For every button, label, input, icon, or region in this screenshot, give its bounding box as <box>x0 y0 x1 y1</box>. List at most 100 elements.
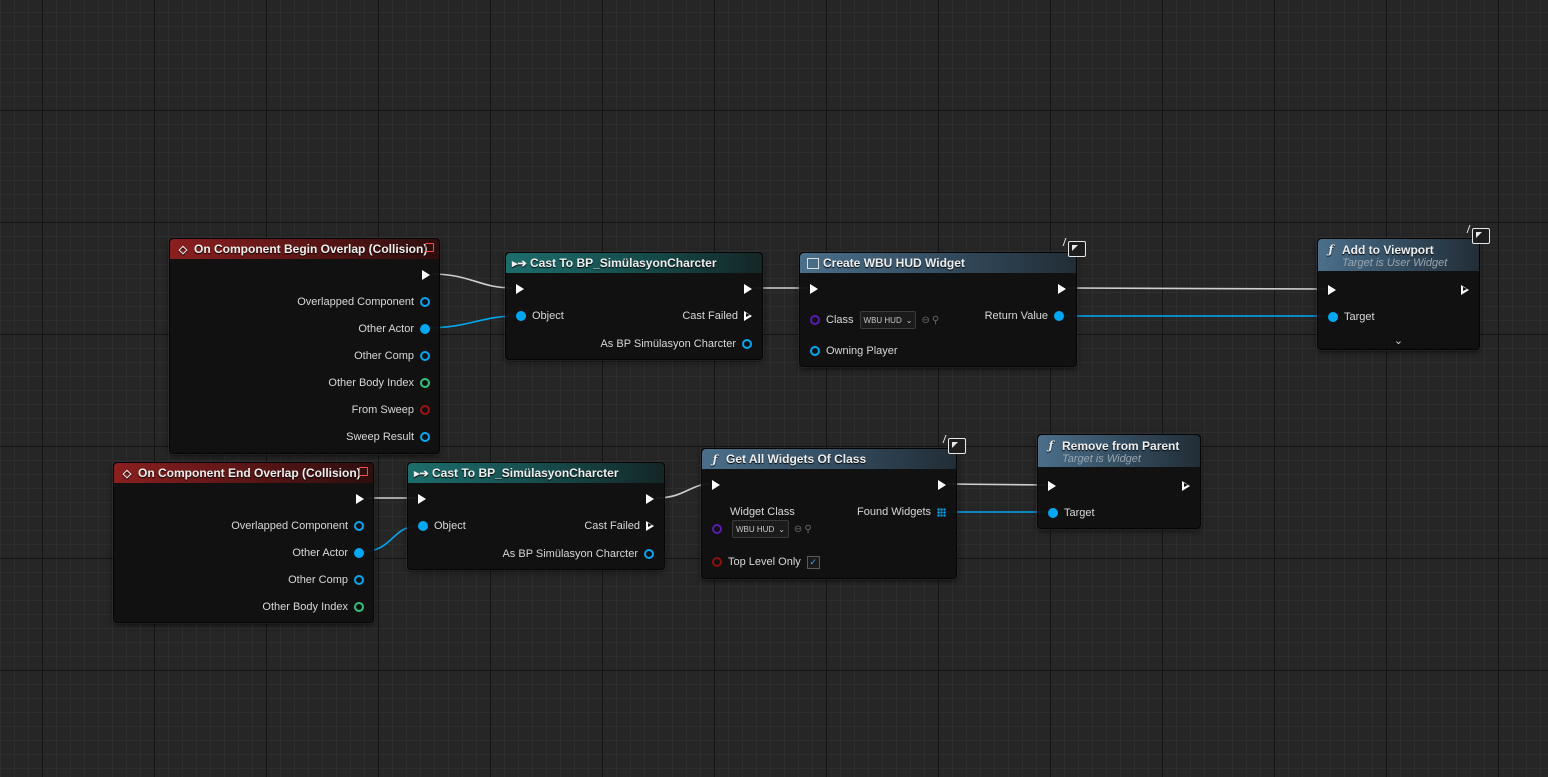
delegate-pin-icon[interactable] <box>425 243 434 252</box>
exec-out-pin[interactable] <box>422 267 430 283</box>
end-overlap-header[interactable]: ◇ On Component End Overlap (Collision) <box>114 463 373 483</box>
exec-out-icon <box>1058 284 1066 294</box>
create-widget-header[interactable]: Create WBU HUD Widget <box>800 253 1076 273</box>
browse-search-icon[interactable]: ⚲ <box>804 523 812 535</box>
create-widget-node[interactable]: Create WBU HUD Widget Class WBU HUD⌄ ⊖ ⚲… <box>799 241 1086 367</box>
top-level-checkbox[interactable]: ✓ <box>806 555 820 569</box>
add-to-viewport-node[interactable]: ƒ Add to Viewport Target is User Widget … <box>1317 228 1490 350</box>
exec-out-pin[interactable] <box>646 491 654 507</box>
browse-search-icon[interactable]: ⚲ <box>931 314 940 326</box>
pin-label: Other Comp <box>354 350 414 362</box>
end-overlap-node[interactable]: ◇ On Component End Overlap (Collision) O… <box>113 462 374 623</box>
widget-icon <box>807 257 819 269</box>
pin-other-actor[interactable]: Other Actor <box>358 321 430 337</box>
exec-out-pin[interactable] <box>744 281 752 297</box>
object-pin-icon <box>354 575 364 585</box>
pin-label: Other Comp <box>288 574 348 586</box>
pin-object[interactable]: Object <box>516 308 564 324</box>
pin-top-level-only[interactable]: Top Level Only ✓ <box>712 554 820 570</box>
exec-out-icon <box>422 270 430 280</box>
cast-node-2-header[interactable]: ▸➔ Cast To BP_SimülasyonCharcter <box>408 463 664 483</box>
function-icon: ƒ <box>1328 243 1334 256</box>
pin-cast-failed[interactable]: Cast Failed <box>584 518 654 534</box>
remove-from-parent-header[interactable]: ƒ Remove from Parent Target is Widget <box>1038 435 1200 467</box>
delegate-pin-icon[interactable] <box>359 467 368 476</box>
cast-node-1[interactable]: ▸➔ Cast To BP_SimülasyonCharcter Object … <box>505 252 763 360</box>
get-all-widgets-title: Get All Widgets Of Class <box>726 452 867 466</box>
end-overlap-title: On Component End Overlap (Collision) <box>138 466 361 480</box>
pin-return-value[interactable]: Return Value <box>985 308 1064 324</box>
exec-in-pin[interactable] <box>1048 478 1056 494</box>
exec-out-pin[interactable] <box>356 491 364 507</box>
pin-label: Top Level Only <box>728 556 801 568</box>
pin-cast-failed[interactable]: Cast Failed <box>682 308 752 324</box>
pin-other-body-index[interactable]: Other Body Index <box>328 375 430 391</box>
cast-node-1-header[interactable]: ▸➔ Cast To BP_SimülasyonCharcter <box>506 253 762 273</box>
object-pin-icon <box>354 548 364 558</box>
pin-found-widgets[interactable]: Found Widgets <box>857 504 946 520</box>
exec-out-hollow-icon <box>646 521 654 531</box>
pin-label: Found Widgets <box>857 506 931 518</box>
object-pin-icon <box>516 311 526 321</box>
begin-overlap-header[interactable]: ◇ On Component Begin Overlap (Collision) <box>170 239 439 259</box>
pin-sweep-result[interactable]: Sweep Result <box>346 429 430 445</box>
exec-out-hollow-icon <box>744 311 752 321</box>
cast-icon: ▸➔ <box>512 257 527 270</box>
object-pin-icon <box>420 297 430 307</box>
client-only-icon <box>948 438 966 454</box>
pin-widget-class[interactable]: WBU HUD⌄ ⊖ ⚲ <box>712 520 812 538</box>
pin-object[interactable]: Object <box>418 518 466 534</box>
begin-overlap-title: On Component Begin Overlap (Collision) <box>194 242 428 256</box>
pin-label: As BP Simülasyon Charcter <box>502 548 638 560</box>
widget-class-dropdown-value: WBU HUD <box>736 524 775 534</box>
pin-label: Overlapped Component <box>231 520 348 532</box>
exec-wire-begin-cast1 <box>431 273 513 289</box>
pin-owning-player[interactable]: Owning Player <box>810 343 898 359</box>
bool-pin-icon <box>712 557 722 567</box>
exec-in-icon <box>1048 481 1056 491</box>
use-selected-icon[interactable]: ⊖ <box>921 314 930 326</box>
pin-other-actor[interactable]: Other Actor <box>292 545 364 561</box>
get-all-widgets-node[interactable]: ƒ Get All Widgets Of Class Widget Class … <box>701 438 966 579</box>
pin-as-bp[interactable]: As BP Simülasyon Charcter <box>600 336 752 352</box>
class-dropdown[interactable]: WBU HUD⌄ <box>859 311 917 329</box>
pin-as-bp[interactable]: As BP Simülasyon Charcter <box>502 546 654 562</box>
exec-in-pin[interactable] <box>810 281 818 297</box>
exec-in-pin[interactable] <box>418 491 426 507</box>
pin-overlapped-component[interactable]: Overlapped Component <box>297 294 430 310</box>
exec-out-pin[interactable] <box>1182 478 1190 494</box>
pin-label: Target <box>1344 311 1375 323</box>
begin-overlap-node[interactable]: ◇ On Component Begin Overlap (Collision)… <box>169 238 440 454</box>
pin-label: Other Body Index <box>262 601 348 613</box>
cast-node-2[interactable]: ▸➔ Cast To BP_SimülasyonCharcter Object … <box>407 462 665 570</box>
pin-other-comp[interactable]: Other Comp <box>354 348 430 364</box>
exec-in-pin[interactable] <box>516 281 524 297</box>
pin-class[interactable]: Class WBU HUD⌄ ⊖ ⚲ <box>810 311 940 329</box>
exec-in-pin[interactable] <box>712 477 720 493</box>
class-pin-icon <box>810 315 820 325</box>
pin-other-body-index[interactable]: Other Body Index <box>262 599 364 615</box>
exec-out-pin[interactable] <box>1461 282 1469 298</box>
pin-target[interactable]: Target <box>1048 505 1095 521</box>
pin-overlapped-component[interactable]: Overlapped Component <box>231 518 364 534</box>
pin-target[interactable]: Target <box>1328 309 1375 325</box>
add-to-viewport-header[interactable]: ƒ Add to Viewport Target is User Widget <box>1318 239 1479 271</box>
pin-other-comp[interactable]: Other Comp <box>288 572 364 588</box>
exec-in-pin[interactable] <box>1328 282 1336 298</box>
pin-label: Other Actor <box>292 547 348 559</box>
widget-class-dropdown[interactable]: WBU HUD⌄ <box>732 520 789 538</box>
pin-from-sweep[interactable]: From Sweep <box>352 402 430 418</box>
use-selected-icon[interactable]: ⊖ <box>793 523 803 535</box>
object-pin-icon <box>1048 508 1058 518</box>
function-icon: ƒ <box>712 452 718 466</box>
remove-from-parent-node[interactable]: ƒ Remove from Parent Target is Widget Ta… <box>1037 434 1201 529</box>
get-all-widgets-header[interactable]: ƒ Get All Widgets Of Class <box>702 449 956 469</box>
exec-out-pin[interactable] <box>938 477 946 493</box>
exec-out-pin[interactable] <box>1058 281 1066 297</box>
pin-label: Overlapped Component <box>297 296 414 308</box>
pin-label: Return Value <box>984 310 1048 322</box>
bool-pin-icon <box>420 405 430 415</box>
remove-from-parent-subtitle: Target is Widget <box>1062 453 1141 465</box>
expand-chevron-icon[interactable]: ⌄ <box>1393 335 1404 347</box>
function-icon: ƒ <box>1048 439 1054 452</box>
